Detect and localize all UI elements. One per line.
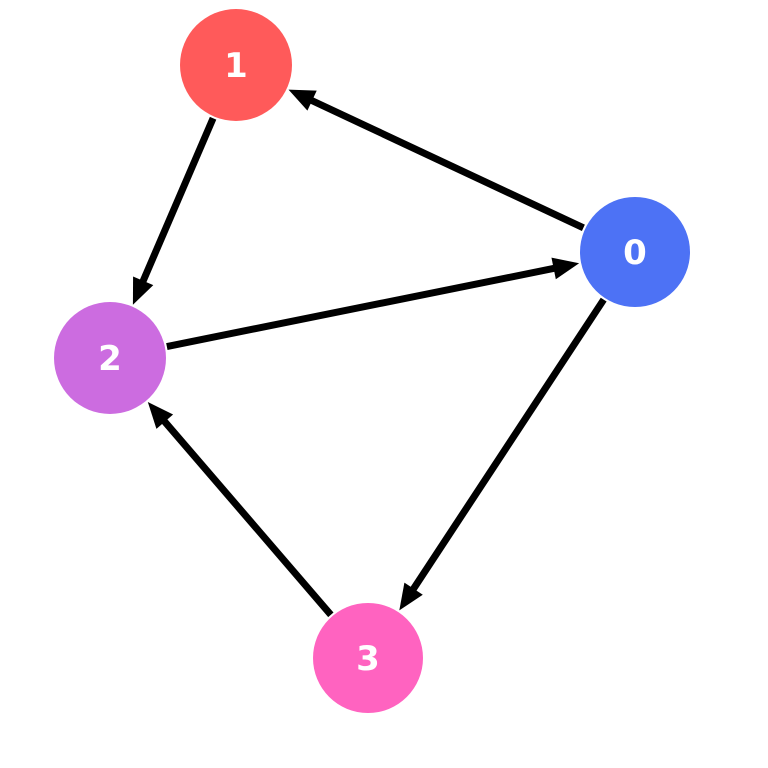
edge-arrowhead-icon — [288, 89, 317, 111]
edge-line — [138, 116, 217, 285]
graph-edge — [132, 116, 217, 305]
graph-node[interactable]: 3 — [313, 603, 423, 713]
edge-line — [160, 417, 334, 618]
node-circle[interactable] — [313, 603, 423, 713]
edges-layer — [132, 89, 607, 618]
graph-edge — [166, 257, 580, 350]
node-circle[interactable] — [180, 9, 292, 121]
edge-arrowhead-icon — [399, 582, 423, 611]
graph-node[interactable]: 1 — [180, 9, 292, 121]
node-label: 1 — [224, 46, 248, 86]
graph-edge — [147, 401, 334, 618]
edge-line — [409, 297, 607, 594]
edge-line — [166, 264, 558, 350]
graph-node[interactable]: 2 — [54, 302, 166, 414]
graph-edge — [288, 89, 585, 231]
node-circle[interactable] — [54, 302, 166, 414]
edge-arrowhead-icon — [147, 401, 174, 429]
edge-arrowhead-icon — [551, 257, 580, 280]
node-label: 2 — [98, 339, 122, 379]
edge-arrowhead-icon — [132, 276, 154, 305]
node-label: 0 — [623, 233, 647, 273]
node-label: 3 — [356, 639, 380, 679]
edge-line — [307, 96, 585, 231]
node-circle[interactable] — [580, 197, 690, 307]
graph-edge — [399, 297, 607, 611]
graph-node[interactable]: 0 — [580, 197, 690, 307]
nodes-layer: 0 1 2 3 — [54, 9, 690, 713]
